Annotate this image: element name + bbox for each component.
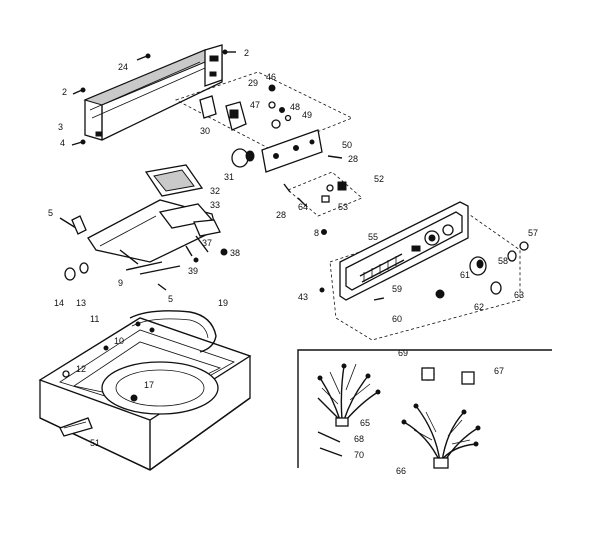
part-number: 19 — [218, 298, 228, 308]
part-number: 32 — [210, 186, 220, 196]
part-number: 65 — [360, 418, 370, 428]
part-number: 24 — [118, 62, 128, 72]
part-number: 46 — [266, 72, 276, 82]
part-number: 37 — [202, 238, 212, 248]
part-number: 8 — [314, 228, 319, 238]
part-number: 52 — [374, 174, 384, 184]
part-number: 28 — [276, 210, 286, 220]
part-number: 39 — [188, 266, 198, 276]
part-number: 17 — [144, 380, 154, 390]
part-number: 62 — [474, 302, 484, 312]
part-number: 60 — [392, 314, 402, 324]
part-number: 5 — [48, 208, 53, 218]
screw-icons-top — [71, 49, 236, 146]
part-number-labels: 2 24 2 3 4 29 46 47 48 49 30 50 28 31 32… — [48, 48, 538, 476]
part-number: 59 — [392, 284, 402, 294]
part-number: 67 — [494, 366, 504, 376]
cabinet-top — [38, 310, 252, 471]
wiring-harness-box — [297, 349, 552, 468]
lid-cover — [144, 164, 204, 197]
part-number: 31 — [224, 172, 234, 182]
part-number: 9 — [118, 278, 123, 288]
part-number: 66 — [396, 466, 406, 476]
part-number: 55 — [368, 232, 378, 242]
console-backsplash — [83, 44, 224, 141]
small-parts-group — [283, 171, 363, 235]
part-number: 12 — [76, 364, 86, 374]
part-number: 51 — [90, 438, 100, 448]
part-number: 58 — [498, 256, 508, 266]
part-number: 63 — [514, 290, 524, 300]
part-number: 64 — [298, 202, 308, 212]
part-number: 47 — [250, 100, 260, 110]
part-number: 53 — [338, 202, 348, 212]
part-number: 4 — [60, 138, 65, 148]
part-number: 68 — [354, 434, 364, 444]
part-number: 11 — [90, 314, 99, 324]
part-number: 3 — [58, 122, 63, 132]
part-number: 13 — [76, 298, 86, 308]
part-number: 61 — [460, 270, 470, 280]
part-number: 70 — [354, 450, 364, 460]
timer-bracket — [231, 129, 343, 173]
switch-assembly — [174, 71, 353, 151]
control-panel — [329, 201, 521, 341]
part-number: 69 — [398, 348, 408, 358]
part-number: 5 — [168, 294, 173, 304]
harness-66 — [401, 403, 481, 469]
hinge-bracket — [59, 199, 228, 291]
part-number: 57 — [528, 228, 538, 238]
harness-small-68-70 — [317, 431, 343, 457]
part-number: 10 — [114, 336, 124, 346]
part-number: 30 — [200, 126, 210, 136]
part-number: 33 — [210, 200, 220, 210]
part-number: 14 — [54, 298, 64, 308]
part-number: 2 — [62, 87, 67, 97]
part-number: 48 — [290, 102, 300, 112]
part-number: 29 — [248, 78, 258, 88]
part-number: 50 — [342, 140, 352, 150]
part-number: 49 — [302, 110, 312, 120]
part-number: 2 — [244, 48, 249, 58]
part-number: 28 — [348, 154, 358, 164]
part-number: 43 — [298, 292, 308, 302]
part-number: 38 — [230, 248, 240, 258]
knobs — [319, 241, 529, 301]
harness-65 — [317, 363, 381, 427]
